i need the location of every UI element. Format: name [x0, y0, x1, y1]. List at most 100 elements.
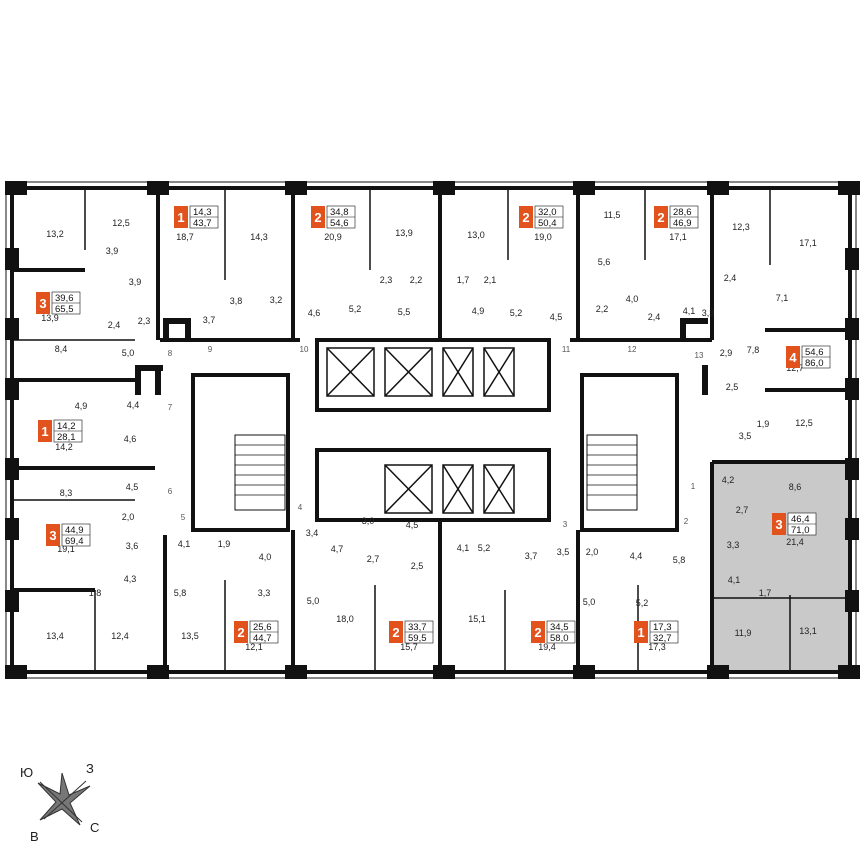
room-area-label: 11,5: [604, 210, 621, 220]
room-area-label: 3,5: [557, 547, 570, 557]
room-area-label: 4,6: [308, 308, 321, 318]
badge-living-area: 32,0: [538, 207, 557, 218]
badge-living-area: 34,8: [330, 207, 349, 218]
interior-walls: [14, 190, 850, 670]
room-area-label: 17,1: [799, 238, 817, 248]
room-area-label: 3,3: [727, 540, 740, 550]
room-area-label: 5,0: [122, 348, 135, 358]
room-area-label: 12,4: [111, 631, 129, 641]
badge-rooms: 1: [177, 210, 184, 225]
badge-rooms: 3: [49, 528, 56, 543]
corridor-number: 3: [563, 520, 568, 529]
room-area-label: 5,2: [478, 543, 491, 553]
room-area-label: 13,9: [395, 228, 413, 238]
elevator-core: [315, 338, 551, 522]
badge-living-area: 14,3: [193, 207, 212, 218]
badge-living-area: 34,5: [550, 622, 569, 633]
badge-rooms: 2: [237, 625, 244, 640]
badge-living-area: 46,4: [791, 514, 810, 525]
badge-rooms-box: [786, 346, 800, 368]
room-area-label: 17,3: [648, 642, 666, 652]
room-area-label: 5,0: [307, 596, 320, 606]
room-area-label: 1,9: [218, 539, 231, 549]
badge-living-area: 33,7: [408, 622, 427, 633]
room-area-label: 1,8: [89, 588, 102, 598]
room-area-label: 3,9: [106, 246, 119, 256]
badge-living-area: 25,6: [253, 622, 272, 633]
badge-rooms: 2: [657, 210, 664, 225]
room-area-label: 8,6: [789, 482, 802, 492]
corridor-number: 2: [684, 517, 689, 526]
badge-rooms: 3: [775, 517, 782, 532]
badge-total-area: 46,9: [673, 218, 692, 229]
room-area-label: 21,4: [786, 537, 804, 547]
room-area-label: 4,5: [406, 520, 419, 530]
room-area-label: 3,3: [258, 588, 271, 598]
room-area-label: 13,4: [46, 631, 64, 641]
room-area-label: 11,9: [735, 628, 752, 638]
badge-total-area: 86,0: [805, 358, 824, 369]
badge-total-area: 28,1: [57, 432, 76, 443]
room-area-label: 12,1: [245, 642, 263, 652]
room-area-label: 19,1: [57, 544, 75, 554]
room-area-label: 8,3: [60, 488, 73, 498]
badge-rooms-box: [36, 292, 50, 314]
apartment-badge[interactable]: 2 28,646,9: [654, 205, 699, 229]
room-area-label: 4,1: [728, 575, 741, 585]
corridor-number: 13: [695, 351, 704, 360]
room-area-label: 4,0: [259, 552, 272, 562]
badge-living-area: 39,6: [55, 293, 74, 304]
room-area-label: 4,4: [630, 551, 643, 561]
badge-total-area: 69,4: [65, 536, 84, 547]
room-area-label: 2,4: [724, 273, 737, 283]
room-area-label: 4,7: [331, 544, 344, 554]
badge-rooms: 1: [637, 625, 644, 640]
room-area-label: 13,0: [467, 230, 485, 240]
highlighted-apartment[interactable]: [710, 462, 852, 672]
badge-total-area: 65,5: [55, 304, 74, 315]
badge-rooms: 2: [392, 625, 399, 640]
corridor-number: 6: [168, 487, 173, 496]
room-area-label: 14,3: [250, 232, 268, 242]
room-area-label: 2,5: [411, 561, 424, 571]
room-area-label: 13,9: [41, 313, 59, 323]
room-area-label: 4,1: [178, 539, 191, 549]
room-area-label: 15,7: [400, 642, 418, 652]
badge-rooms-box: [38, 420, 52, 442]
badge-rooms-box: [519, 206, 533, 228]
badge-rooms-box: [531, 621, 545, 643]
compass: Ю З С В: [20, 761, 99, 844]
room-area-label: 2,2: [596, 304, 609, 314]
room-area-label: 1,7: [457, 275, 470, 285]
badge-rooms: 2: [314, 210, 321, 225]
room-area-label: 12,3: [732, 222, 750, 232]
room-area-label: 3,9: [129, 277, 142, 287]
stairwells: [191, 373, 679, 532]
room-area-label: 2,4: [648, 312, 661, 322]
room-area-label: 5,0: [583, 597, 596, 607]
badge-rooms-box: [654, 206, 668, 228]
room-area-label: 3,3: [702, 308, 715, 318]
badge-living-area: 28,6: [673, 207, 692, 218]
badge-rooms: 2: [522, 210, 529, 225]
room-area-label: 1,7: [759, 588, 772, 598]
room-area-label: 12,5: [112, 218, 130, 228]
room-area-label: 2,0: [586, 547, 599, 557]
room-area-label: 7,1: [776, 293, 789, 303]
room-area-label: 2,7: [736, 505, 749, 515]
